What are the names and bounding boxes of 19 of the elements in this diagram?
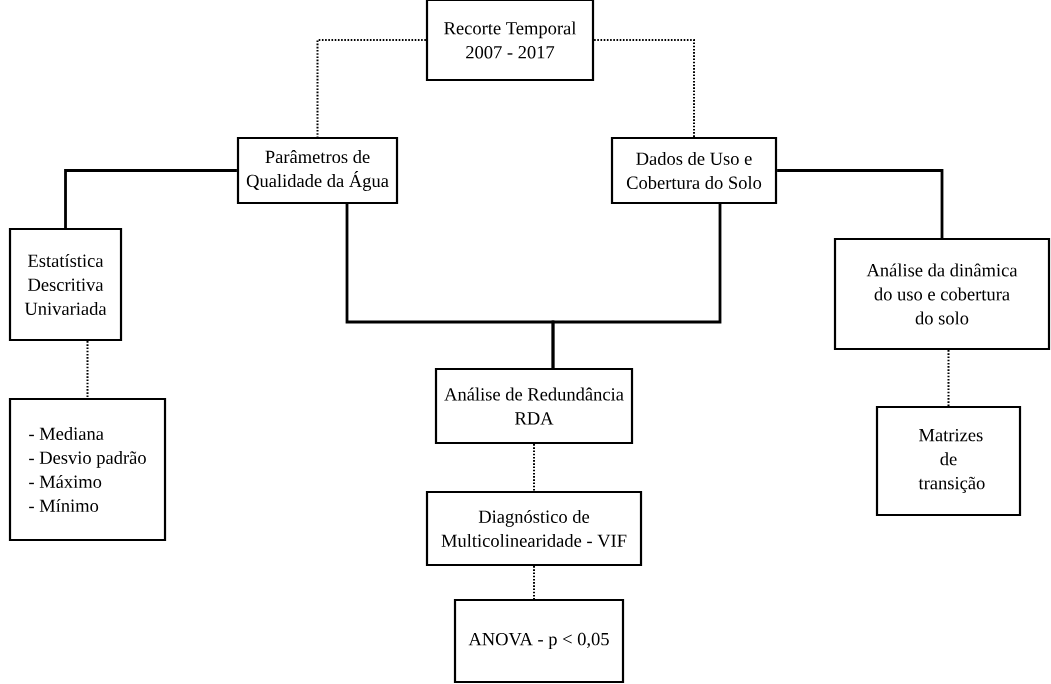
process-box: Diagnóstico de Multicolinearidade - VIF [425,490,643,567]
list-box: - Mediana - Desvio padrão - Máximo - Mínimo [8,397,167,542]
process-box: Recorte Temporal 2007 - 2017 [425,0,595,82]
process-box: Dados de Uso e Cobertura do Solo [610,136,778,205]
dotted-connector [86,340,89,399]
connector-line [777,169,944,238]
dotted-connector [947,349,950,407]
process-box: Análise da dinâmica do uso e cobertura do solo [833,237,1051,351]
dotted-connector [533,565,535,600]
process-box: Matrizes de transição [875,405,1022,517]
connector-line [551,204,722,368]
dotted-connector [316,39,427,138]
process-box: Análise de Redundância RDA [434,367,634,445]
process-box: Parâmetros de Qualidade da Água [236,136,399,205]
process-box: Estatística Descritiva Univariada [8,227,123,342]
connector-line [64,169,237,228]
process-box: ANOVA - p < 0,05 [453,598,625,684]
dotted-connector [593,39,695,138]
dotted-connector [533,443,535,492]
